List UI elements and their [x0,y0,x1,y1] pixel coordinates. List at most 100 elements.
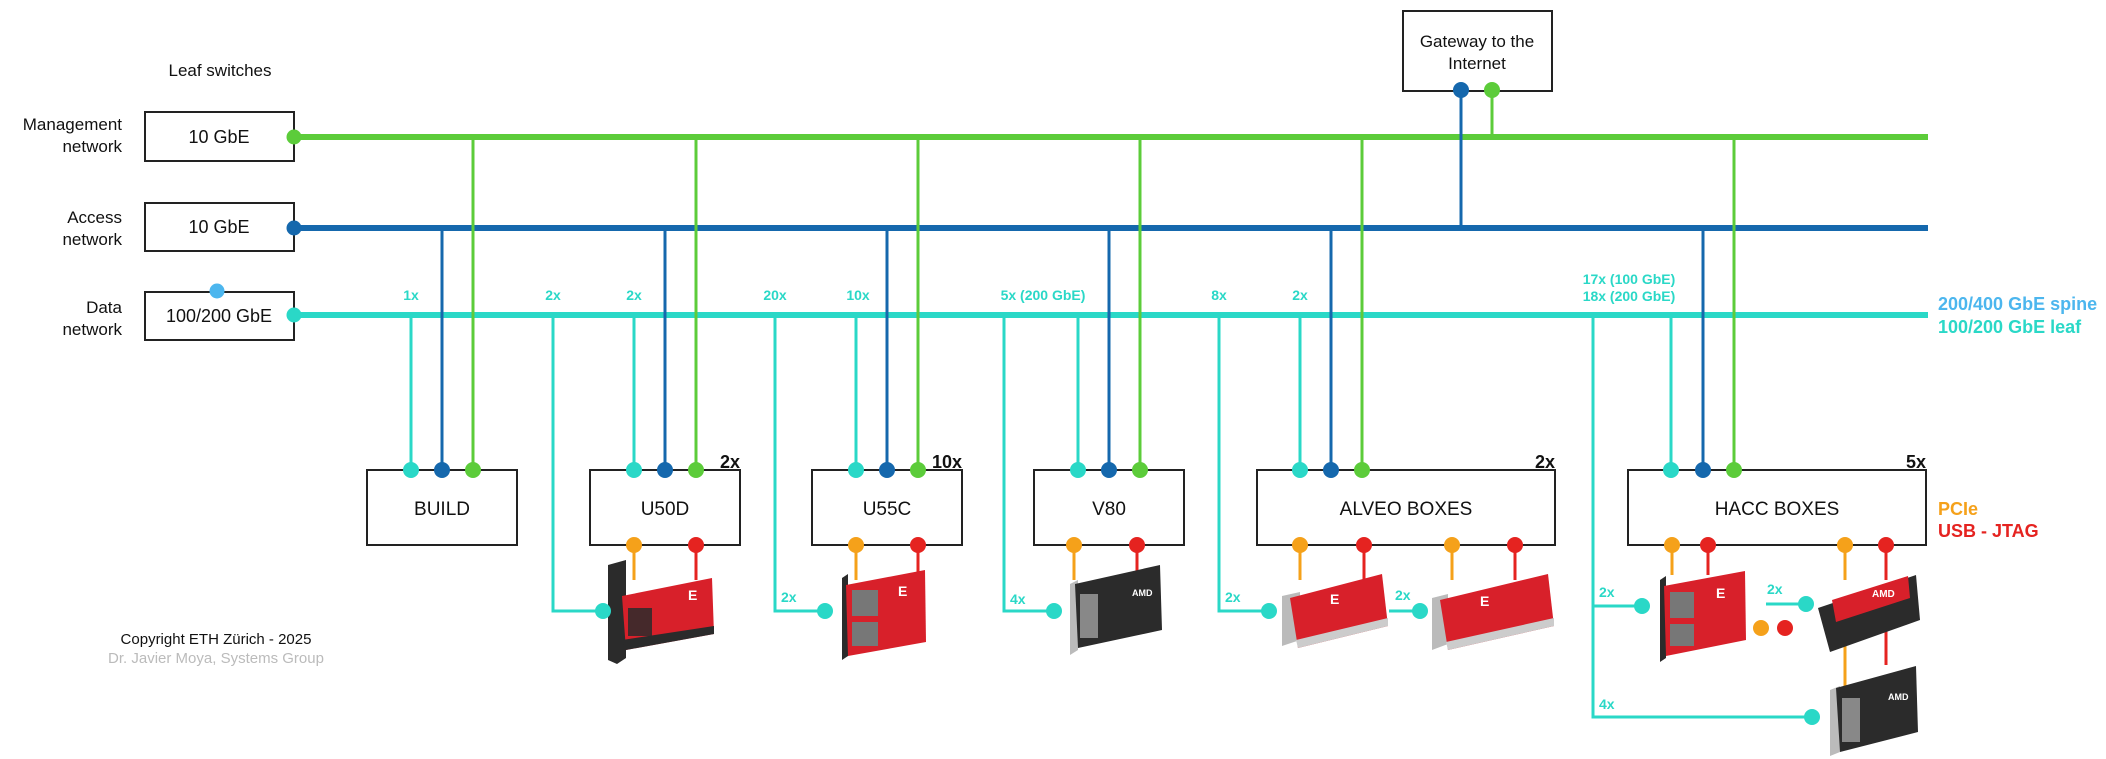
hacc-data-count-2: 18x (200 GbE) [1583,288,1676,304]
u50d-card-data-port [595,603,611,619]
hacc-usb-spare-port [1777,620,1793,636]
u50d-data-count: 2x [626,287,642,303]
u55c-card-logo: E [898,583,907,599]
hacc-card-1-logo: E [1716,585,1725,601]
u55c-usb-port [910,537,926,553]
v80-label: V80 [1092,499,1126,520]
u50d-management-port [688,462,704,478]
alveo-fpga-card-1: E [1282,574,1388,648]
alveo-card-data-link [1217,315,1269,613]
v80-data-port [1070,462,1086,478]
alveo-management-port [1354,462,1370,478]
alveo-pcie-port-2 [1444,537,1460,553]
v80-management-port [1132,462,1148,478]
gateway-label: Gateway to the [1420,32,1534,51]
internet-gateway: Gateway to the Internet [1402,10,1553,92]
management-switch-port [286,129,302,145]
management-switch-label: 10 GbE [188,127,249,147]
hacc-card-3-logo: AMD [1888,692,1909,702]
v80-card-data-port [1046,603,1062,619]
alveo-data-port [1292,462,1308,478]
u55c-management-port [910,462,926,478]
data-network-label: Data [86,298,122,317]
v80-card-link-count: 4x [1010,591,1026,607]
hacc-fpga-card-2: AMD [1818,575,1920,652]
hacc-card2-link-count: 2x [1767,581,1783,597]
u50d-label: U50D [641,499,690,520]
u55c-data-port [848,462,864,478]
build-data-port [403,462,419,478]
u55c-multiplier: 10x [932,452,962,472]
u55c-server-box: U55C 10x [811,452,963,546]
u50d-usb-port [688,537,704,553]
build-label: BUILD [414,499,470,520]
hacc-card-1-data-port [1634,598,1650,614]
v80-card-logo: AMD [1132,588,1153,598]
u50d-data-port [626,462,642,478]
u55c-card-data-link [773,315,825,613]
u50d-fpga-card: E [608,560,714,664]
v80-card-data-link [1002,315,1054,613]
hacc-usb-port-1 [1700,537,1716,553]
u55c-card-data-port [817,603,833,619]
alveo-label: ALVEO BOXES [1340,499,1473,520]
v80-usb-port [1129,537,1145,553]
access-switch-label: 10 GbE [188,217,249,237]
hacc-pcie-port-1 [1664,537,1680,553]
gateway-management-port [1484,82,1500,98]
v80-access-port [1101,462,1117,478]
hacc-fpga-card-3: AMD [1830,666,1918,756]
u50d-access-port [657,462,673,478]
hacc-multiplier: 5x [1906,452,1926,472]
management-network-label: Management [23,115,123,134]
leaf-switches-heading: Leaf switches [169,61,272,80]
box-bottom-ports [626,537,1894,636]
gateway-label-2: Internet [1448,54,1506,73]
hacc-pcie-port-2 [1837,537,1853,553]
v80-fpga-card: AMD [1070,565,1162,655]
data-switch-label: 100/200 GbE [166,306,272,326]
hacc-boxes-server: HACC BOXES 5x [1627,452,1927,546]
build-server-box: BUILD [366,469,518,546]
access-network-label-2: network [62,230,122,249]
build-management-port [465,462,481,478]
hacc-usb-port-2 [1878,537,1894,553]
hacc-card-3-data-port [1804,709,1820,725]
u55c-label: U55C [863,499,912,520]
build-data-count: 1x [403,287,419,303]
author-line: Dr. Javier Moya, Systems Group [108,650,324,667]
u55c-card-count: 20x [763,287,787,303]
u50d-multiplier: 2x [720,452,740,472]
u50d-card-data-link [551,315,603,613]
hacc-data-port [1663,462,1679,478]
u50d-card-count: 2x [545,287,561,303]
legend-usb: USB - JTAG [1938,521,2039,541]
hacc-card-data-link [1591,315,1812,719]
u55c-pcie-port [848,537,864,553]
spine-uplink-port [209,283,225,299]
alveo-card-link-count: 2x [1225,589,1241,605]
access-network-label: Access [67,208,122,227]
v80-server-box: V80 [1033,469,1185,546]
management-network-label-2: network [62,137,122,156]
data-link-counts: 1x 2x 2x 20x 10x 5x (200 GbE) 8x 2x 17x … [403,271,1783,712]
alveo-card-1-logo: E [1330,591,1339,607]
alveo-card-count: 8x [1211,287,1227,303]
alveo-card-1-data-port [1261,603,1277,619]
u55c-access-port [879,462,895,478]
alveo-boxes-server: ALVEO BOXES 2x [1256,452,1556,546]
alveo-pcie-port-1 [1292,537,1308,553]
alveo-usb-port-2 [1507,537,1523,553]
v80-pcie-port [1066,537,1082,553]
gateway-access-port [1453,82,1469,98]
data-network-label-2: network [62,320,122,339]
u50d-pcie-port [626,537,642,553]
hacc-card3-link-count: 4x [1599,696,1615,712]
alveo-card-chain-count: 2x [1395,587,1411,603]
hacc-data-count-1: 17x (100 GbE) [1583,271,1676,287]
data-leaf-switch: 100/200 GbE [144,291,295,341]
hacc-card-2-data-port [1798,596,1814,612]
alveo-card-2-data-port [1412,603,1428,619]
legend: 200/400 GbE spine 100/200 GbE leaf PCIe … [1938,294,2097,541]
